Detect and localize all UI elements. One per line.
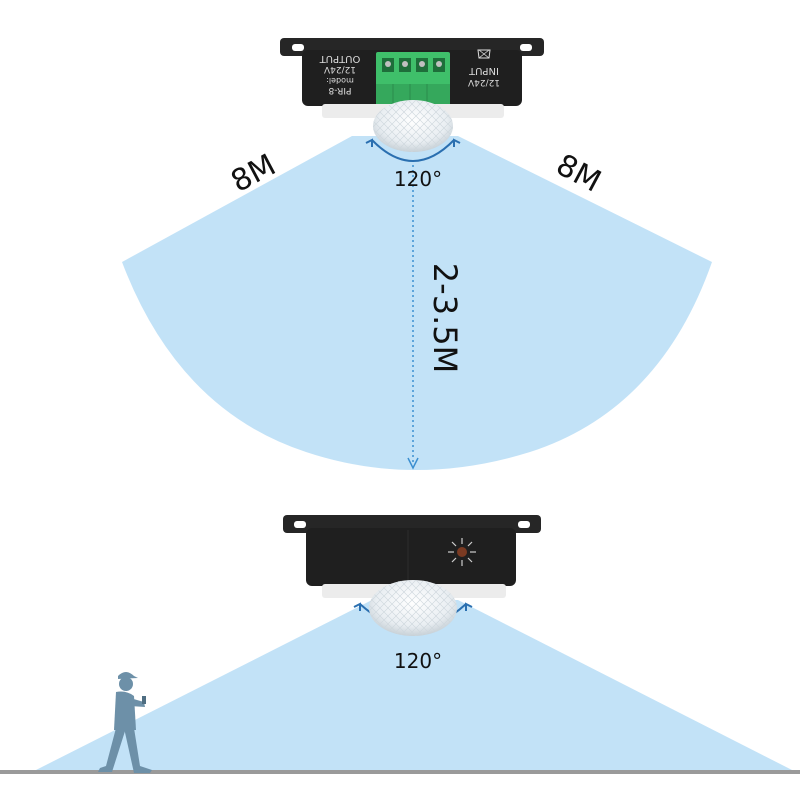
sensor-dome-icon — [373, 100, 453, 152]
device-output-line1: OUTPUT — [319, 53, 361, 64]
device-model-line1: PIR-8 — [328, 85, 351, 95]
bottom-angle-arrow-left — [353, 602, 361, 611]
walking-person-icon — [98, 672, 152, 773]
height-arrow-head — [407, 457, 419, 470]
floor-line — [0, 770, 800, 774]
bottom-angle-arrow-right — [465, 602, 473, 611]
bulb-icon — [477, 49, 491, 59]
top-sensor-device: PIR-8 model: 12/24V OUTPUT 12/24V INPUT — [280, 38, 544, 152]
angle-label-top: 120° — [394, 167, 442, 191]
bottom-sensor-device — [283, 515, 541, 636]
bottom-coverage-area — [36, 600, 792, 770]
terminal-block — [376, 52, 450, 104]
device-output-line2: 12/24V — [323, 64, 356, 74]
top-angle-arc — [371, 139, 455, 162]
device-model-line2: model: — [326, 76, 354, 85]
light-sensor-icon — [448, 538, 476, 566]
sensor-dome-icon-bottom — [369, 580, 457, 636]
top-coverage-area — [122, 136, 712, 470]
angle-label-bottom: 120° — [394, 649, 442, 673]
device-input-line2: 12/24V — [467, 77, 500, 87]
top-angle-arrow-right — [453, 138, 461, 147]
device-input-line1: INPUT — [468, 65, 499, 76]
top-angle-arrow-left — [365, 138, 373, 147]
height-label: 2-3.5M — [426, 263, 464, 373]
